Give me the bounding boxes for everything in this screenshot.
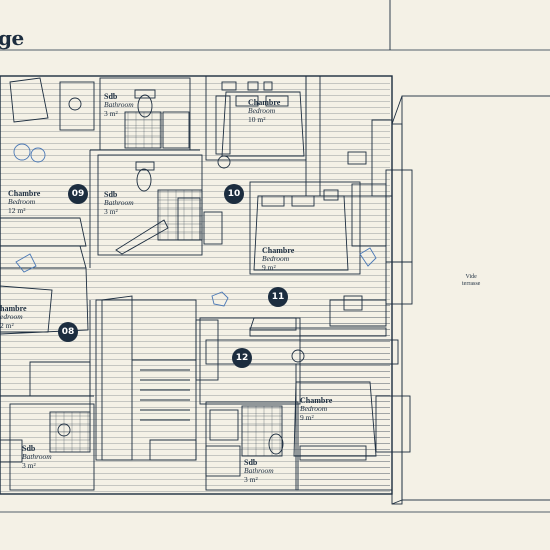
room-area: 12 m² <box>8 205 26 215</box>
bathroom-lower-left <box>9 403 95 491</box>
room-area: 9 m² <box>300 412 314 422</box>
room-number-badge: 10 <box>224 184 244 204</box>
room-label-bedroom-08: hambre edroom 2 m² <box>0 304 27 330</box>
terrasse-label: terrasse <box>462 281 481 288</box>
room-number-badge: 11 <box>268 287 288 307</box>
room-name: Chambre <box>262 246 295 255</box>
room-number-badge: 12 <box>232 348 252 368</box>
room-area: 3 m² <box>104 108 118 118</box>
room-label-bathroom-middle: Sdb Bathroom 3 m² <box>104 190 134 216</box>
terrace-void <box>401 95 550 501</box>
room-area: 3 m² <box>22 460 36 470</box>
room-area: 3 m² <box>244 474 258 484</box>
room-name-en: Bathroom <box>244 466 274 476</box>
room-label-bathroom-top: Sdb Bathroom 3 m² <box>104 92 134 118</box>
room-number-badge: 09 <box>68 184 88 204</box>
vide-label: Vide <box>465 274 477 280</box>
room-number-badge: 08 <box>58 322 78 342</box>
room-label-bathroom-lower-middle: Sdb Bathroom 3 m² <box>244 458 274 484</box>
room-area: 9 m² <box>262 262 276 272</box>
room-name-en: Bathroom <box>22 452 52 462</box>
room-label-bedroom-10: Chambre Bedroom 10 m² <box>248 98 280 124</box>
room-name: Sdb <box>104 92 118 101</box>
room-name: Chambre <box>248 98 281 107</box>
room-name: hambre <box>0 304 27 313</box>
room-name-en: edroom <box>0 312 23 322</box>
decor-items <box>13 143 377 307</box>
room-name-en: Bedroom <box>262 254 290 264</box>
bedroom-08 <box>0 267 89 335</box>
room-name-en: Bathroom <box>104 100 134 110</box>
room-area: 2 m² <box>0 320 14 330</box>
room-name: Sdb <box>104 190 118 199</box>
room-area: 10 m² <box>248 114 266 124</box>
bedroom-11 <box>249 181 361 275</box>
bedroom-12-area <box>199 317 301 405</box>
room-name-en: Bedroom <box>300 404 328 414</box>
room-name: Chambre <box>300 396 333 405</box>
room-label-bedroom-lower-right: Chambre Bedroom 9 m² <box>300 396 332 422</box>
room-name: Sdb <box>22 444 36 453</box>
page-title: ge <box>0 26 24 50</box>
room-name-en: Bedroom <box>248 106 276 116</box>
room-name-en: Bedroom <box>8 197 36 207</box>
room-area: 3 m² <box>104 206 118 216</box>
room-name: Chambre <box>8 189 41 198</box>
room-name: Sdb <box>244 458 258 467</box>
room-label-bedroom-11: Chambre Bedroom 9 m² <box>262 246 294 272</box>
room-name-en: Bathroom <box>104 198 134 208</box>
terrace-void-label: Vide terrasse <box>462 274 480 288</box>
room-label-bathroom-lower-left: Sdb Bathroom 3 m² <box>22 444 52 470</box>
room-label-bedroom-09: Chambre Bedroom 12 m² <box>8 189 40 215</box>
